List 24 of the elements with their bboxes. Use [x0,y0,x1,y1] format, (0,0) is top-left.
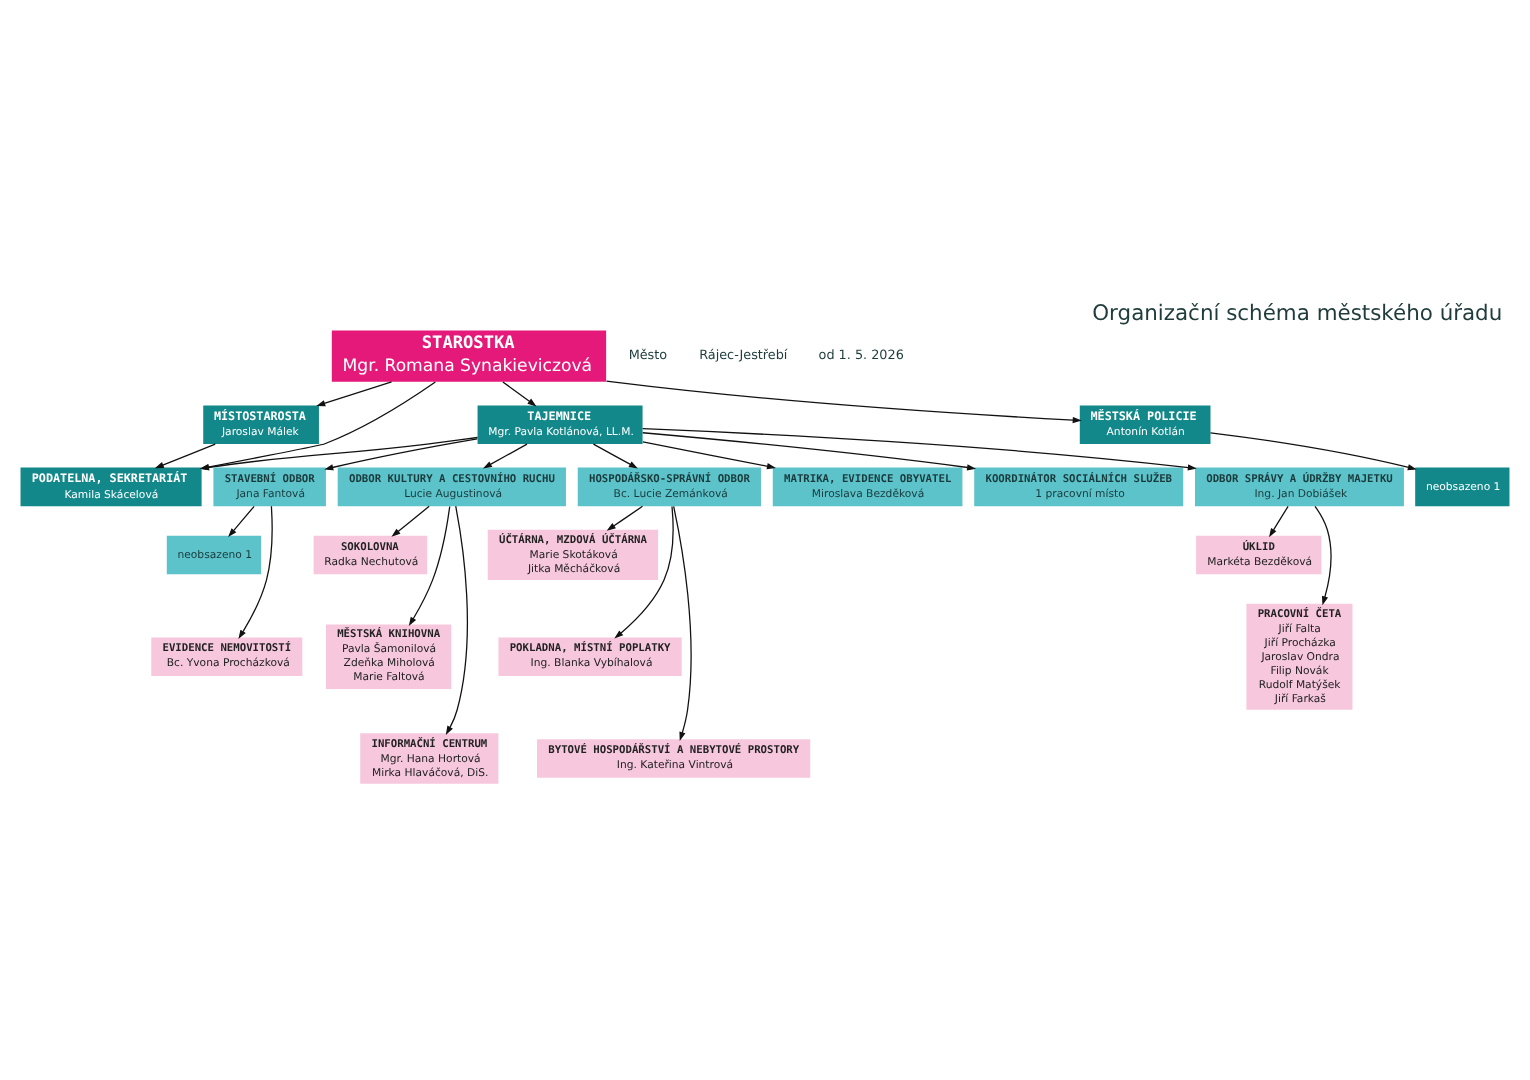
arrow [1209,431,1417,470]
arrow [482,442,528,468]
arrow [154,442,216,468]
arrow [1314,504,1332,605]
arrow [408,504,451,626]
arrow [642,431,977,470]
diagram-title: Organizační schéma městského úřadu [1092,298,1503,325]
arrow [673,504,692,741]
arrow [605,379,1082,423]
arrow [614,504,674,638]
arrow [592,442,638,468]
arrow [199,435,479,470]
arrow [445,504,468,735]
arrow [228,504,255,537]
arrow [642,440,776,469]
arrow [606,504,644,530]
arrow [1269,504,1289,537]
arrow [316,380,393,406]
arrow [642,427,1197,470]
arrow [502,380,537,406]
node-box: STAROSTKA Mgr. Romana Synakieviczová [331,329,607,381]
arrow [238,504,273,639]
arrow [391,504,430,536]
arrow [324,437,478,470]
